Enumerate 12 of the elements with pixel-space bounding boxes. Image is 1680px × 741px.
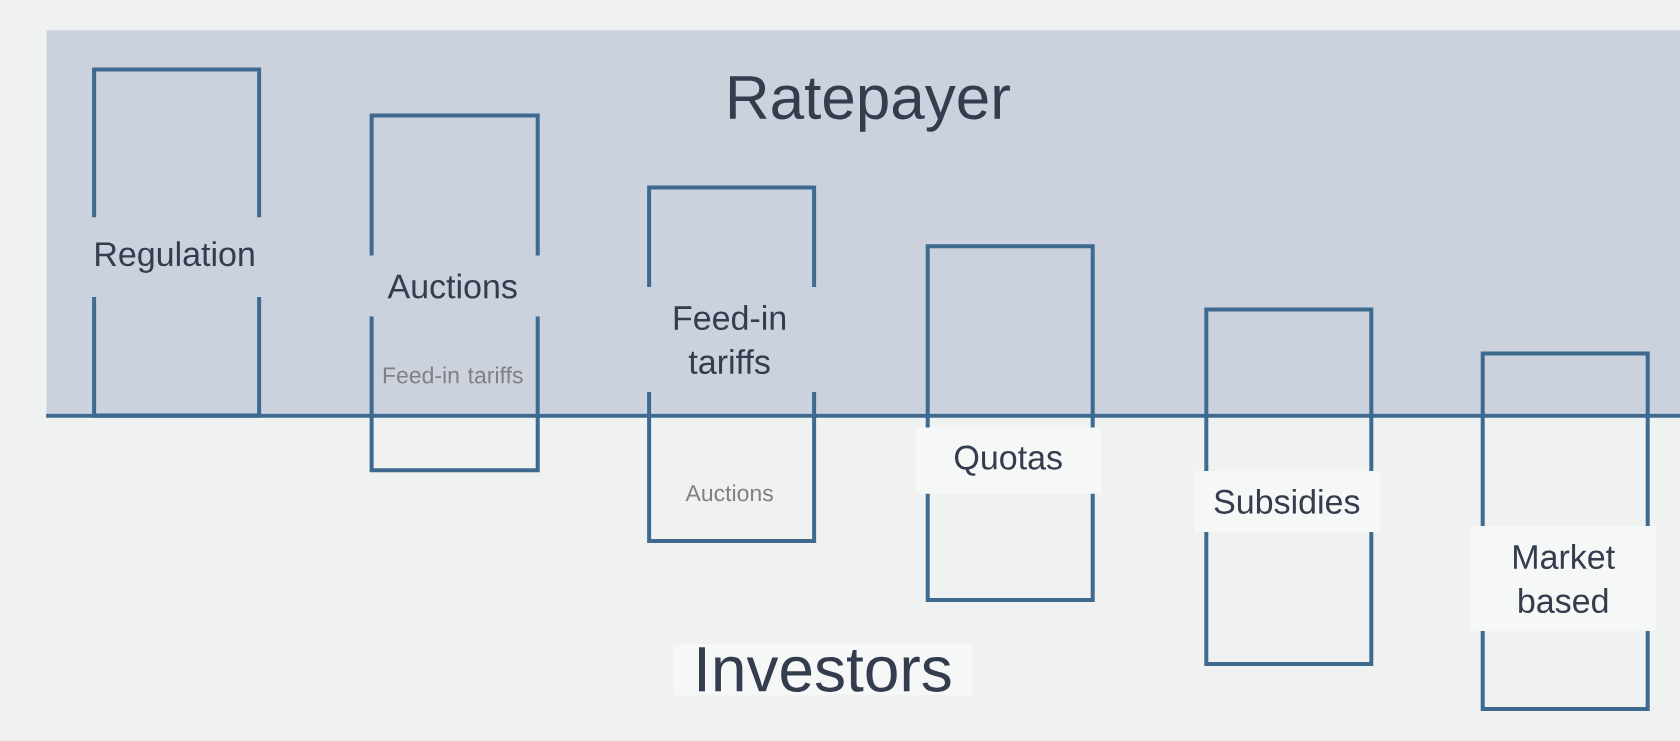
secondary-label: Feed-in tariffs	[383, 366, 523, 384]
box	[925, 244, 1095, 602]
box-label: Auctions	[359, 255, 547, 317]
group-label: Investors	[673, 643, 973, 696]
box-label: Subsidies	[1194, 470, 1380, 532]
secondary-label: Auctions	[685, 484, 773, 502]
box	[1204, 307, 1374, 667]
box-label: Quotas	[915, 427, 1102, 494]
box	[369, 113, 540, 473]
box-label: Feed-in tariffs	[636, 287, 823, 393]
box-label: Market based	[1470, 526, 1657, 632]
box-label: Regulation	[81, 217, 268, 297]
